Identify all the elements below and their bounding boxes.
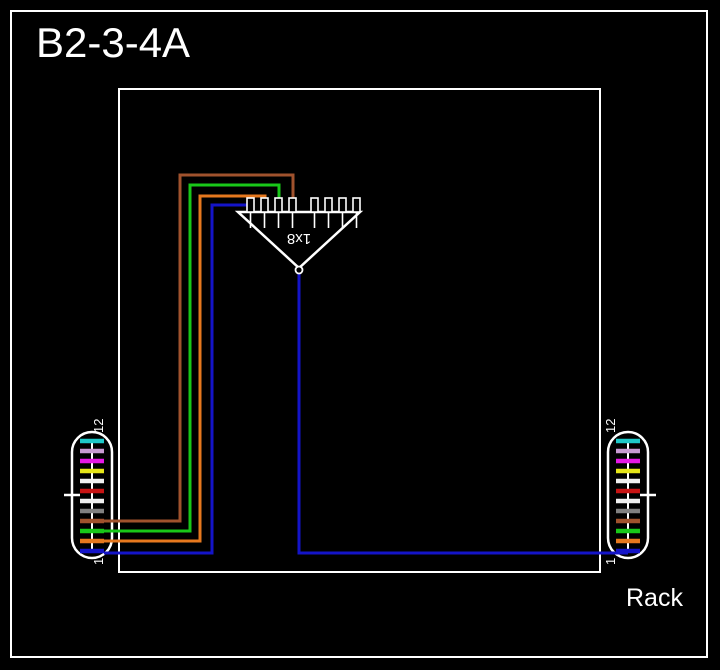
cable-blue-common[interactable]: [297, 272, 628, 555]
rack-label: Rack: [626, 584, 683, 612]
optical-splitter-1x8[interactable]: 1x8: [234, 197, 364, 275]
splitter-output-1[interactable]: [246, 197, 255, 213]
rack-enclosure-outline: [118, 88, 601, 573]
left-patch-panel[interactable]: 12 1: [64, 419, 114, 565]
cable-blue-left[interactable]: [104, 203, 253, 555]
cable-orange[interactable]: [104, 194, 267, 543]
splitter-label: 1x8: [287, 230, 311, 247]
right-panel-top-label: 12: [603, 419, 618, 433]
splitter-output-3[interactable]: [274, 197, 283, 213]
cable-brown[interactable]: [104, 173, 295, 523]
splitter-output-7[interactable]: [338, 197, 347, 213]
splitter-output-5[interactable]: [310, 197, 319, 213]
outer-frame: [10, 10, 708, 658]
right-panel-bottom-label: 1: [603, 558, 618, 565]
right-patch-panel[interactable]: 12 1: [603, 419, 656, 565]
cable-green[interactable]: [104, 183, 281, 533]
splitter-common-port[interactable]: [294, 265, 304, 275]
splitter-output-pins: [246, 197, 361, 228]
left-panel-top-label: 12: [91, 419, 106, 433]
splitter-output-2[interactable]: [260, 197, 269, 213]
left-panel-bottom-label: 1: [91, 558, 106, 565]
splitter-output-8[interactable]: [352, 197, 361, 213]
splitter-output-6[interactable]: [324, 197, 333, 213]
splitter-output-4[interactable]: [288, 197, 297, 213]
splitter-body: [234, 210, 364, 270]
page-title: B2-3-4A: [36, 19, 191, 66]
